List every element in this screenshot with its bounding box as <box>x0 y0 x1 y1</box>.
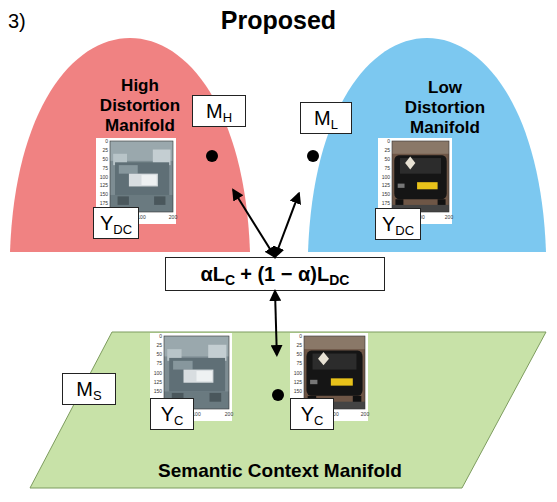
manifold-name: High Distortion Manifold <box>90 76 190 136</box>
subscript: L <box>331 117 338 132</box>
y-axis-tick: 100 <box>96 175 108 180</box>
y-axis-tick: 75 <box>290 361 302 366</box>
y-axis-tick: 50 <box>290 352 302 357</box>
manifold-outline <box>308 38 546 252</box>
y-axis-tick: 50 <box>378 157 390 162</box>
manifold-label: Low Distortion Manifold <box>395 78 495 138</box>
subscript: S <box>93 388 102 403</box>
manifold-point <box>272 389 284 401</box>
symbol-text: M <box>76 378 93 401</box>
subscript: DC <box>329 272 349 288</box>
y-axis-tick: 25 <box>378 148 390 153</box>
double-arrow <box>275 193 299 257</box>
subscript: C <box>314 413 323 428</box>
manifold-name: Semantic Context Manifold <box>120 460 440 482</box>
y-axis-tick: 150 <box>290 389 302 394</box>
symbol-text: Y <box>161 403 174 426</box>
symbol-box: MS <box>62 373 116 405</box>
subscript: H <box>223 110 232 125</box>
y-axis-tick: 0 <box>290 334 302 339</box>
y-axis-tick: 0 <box>96 139 108 144</box>
y-axis-tick: 50 <box>96 157 108 162</box>
x-axis-tick: 200 <box>165 215 181 220</box>
manifold-point <box>307 150 319 162</box>
manifold-name: Low Distortion Manifold <box>395 78 495 138</box>
subscript: DC <box>113 222 132 237</box>
x-axis-tick: 200 <box>441 215 457 220</box>
y-axis-tick: 25 <box>290 343 302 348</box>
symbol-box: YDC <box>375 208 421 240</box>
diagram-title: Proposed <box>0 6 557 35</box>
manifold-label: Semantic Context Manifold <box>120 460 440 482</box>
x-axis-tick: 200 <box>357 412 373 417</box>
manifold-outline <box>10 38 250 252</box>
y-axis-tick: 150 <box>150 389 162 394</box>
loss-formula-box: αLC + (1 − α)LDC <box>165 257 385 291</box>
symbol-box: YC <box>290 398 334 430</box>
y-axis-tick: 50 <box>150 352 162 357</box>
symbol-text: Y <box>382 213 395 236</box>
symbol-text: Y <box>301 403 314 426</box>
y-axis-tick: 125 <box>96 183 108 188</box>
symbol-box: YC <box>150 398 194 430</box>
subscript: C <box>225 272 235 288</box>
y-axis-tick: 75 <box>96 166 108 171</box>
y-axis-tick: 150 <box>96 192 108 197</box>
x-axis-tick: 200 <box>221 412 237 417</box>
manifold-outline <box>30 332 546 488</box>
y-axis-tick: 75 <box>378 166 390 171</box>
y-axis-tick: 150 <box>378 192 390 197</box>
y-axis-tick: 175 <box>96 201 108 206</box>
y-axis-tick: 100 <box>378 175 390 180</box>
y-axis-tick: 125 <box>378 183 390 188</box>
y-axis-tick: 25 <box>96 148 108 153</box>
symbol-text: + (1 − α)L <box>240 263 329 286</box>
y-axis-tick: 175 <box>378 201 390 206</box>
panel-number: 3) <box>8 10 26 33</box>
manifold-region: Semantic Context ManifoldMSYCYC <box>28 330 548 490</box>
symbol-text: M <box>206 100 223 123</box>
symbol-box: MH <box>192 95 246 127</box>
y-axis-tick: 0 <box>378 139 390 144</box>
subscript: DC <box>395 223 414 238</box>
manifold-point <box>206 150 218 162</box>
y-axis-tick: 125 <box>290 380 302 385</box>
subscript: C <box>174 413 183 428</box>
symbol-text: M <box>314 107 331 130</box>
symbol-box: YDC <box>93 207 139 239</box>
y-axis-tick: 125 <box>150 380 162 385</box>
symbol-box: ML <box>300 102 352 134</box>
manifold-label: High Distortion Manifold <box>90 76 190 136</box>
y-axis-tick: 0 <box>150 334 162 339</box>
y-axis-tick: 100 <box>150 371 162 376</box>
symbol-text: Y <box>100 212 113 235</box>
symbol-text: αL <box>201 263 226 286</box>
y-axis-tick: 75 <box>150 361 162 366</box>
y-axis-tick: 25 <box>150 343 162 348</box>
y-axis-tick: 100 <box>290 371 302 376</box>
